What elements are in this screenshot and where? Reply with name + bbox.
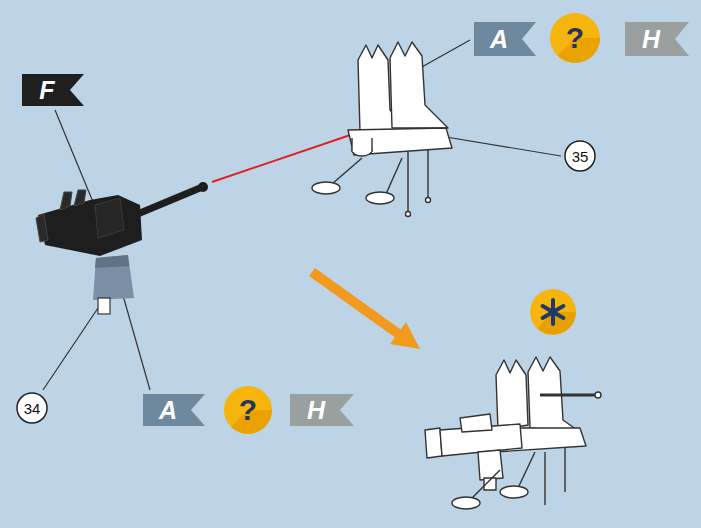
- flag-letter: F: [39, 78, 66, 103]
- leader-lines: [43, 40, 561, 390]
- callout-number: 35: [564, 140, 596, 172]
- flag-letter: A: [159, 398, 189, 423]
- asterisk-badge: [530, 289, 576, 335]
- question-mark: ?: [239, 395, 257, 425]
- question-badge: ?: [550, 13, 600, 63]
- flag-letter: A: [490, 27, 520, 52]
- flag-label: A: [143, 394, 205, 426]
- question-badge: ?: [224, 386, 272, 434]
- step-arrow: [312, 272, 420, 349]
- callout-text: 35: [572, 149, 589, 164]
- flag-letter: H: [307, 398, 337, 423]
- flag-label: F: [22, 74, 84, 106]
- flag-label: H: [625, 22, 689, 56]
- mount-part: [312, 42, 452, 217]
- question-mark: ?: [566, 23, 584, 53]
- gun-part: [36, 182, 208, 314]
- flag-label: A: [474, 22, 536, 56]
- flag-letter: H: [642, 27, 672, 52]
- callout-number: 34: [16, 392, 48, 424]
- assembled-part: [425, 357, 601, 509]
- callout-text: 34: [24, 401, 41, 416]
- flag-label: H: [290, 394, 354, 426]
